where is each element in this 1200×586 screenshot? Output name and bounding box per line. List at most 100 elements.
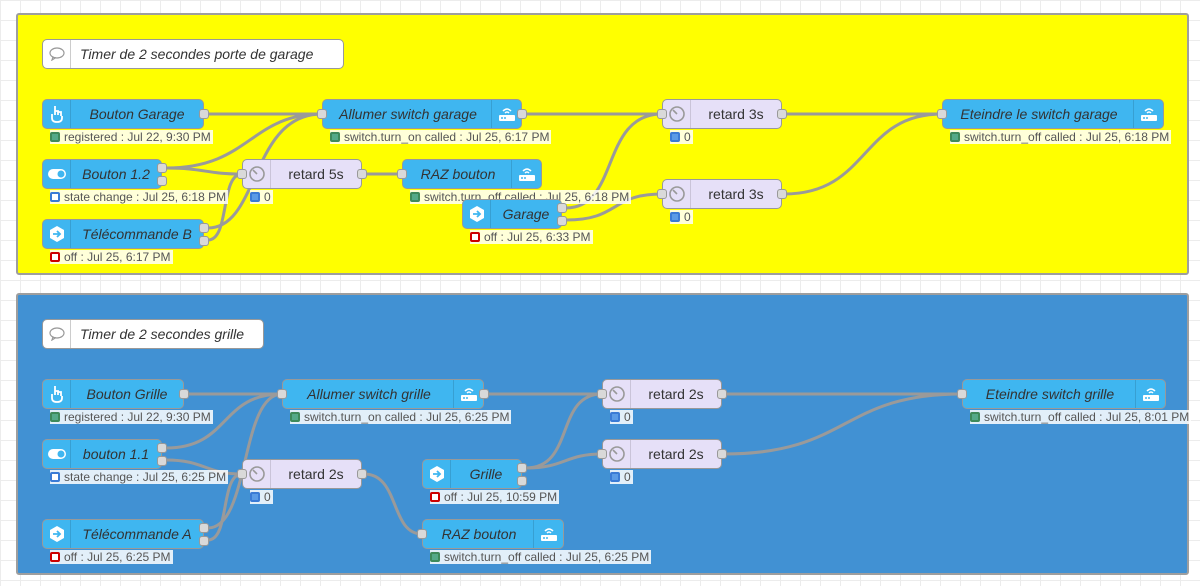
node-retard-5s[interactable]: retard 5s	[237, 159, 367, 189]
node-label: retard 5s	[288, 166, 344, 182]
output-port[interactable]	[157, 456, 167, 466]
router-icon	[1135, 380, 1165, 408]
node-raz-bouton-garage[interactable]: RAZ bouton	[397, 159, 542, 189]
output-port[interactable]	[717, 449, 727, 459]
node-telecommande-a[interactable]: Télécommande A	[42, 519, 209, 549]
hexagon-arrow-icon	[43, 220, 71, 248]
comment-icon	[43, 40, 71, 68]
node-eteindre-switch-garage[interactable]: Eteindre le switch garage	[937, 99, 1164, 129]
output-port[interactable]	[357, 469, 367, 479]
output-port[interactable]	[199, 536, 209, 546]
output-port[interactable]	[557, 203, 567, 213]
input-port[interactable]	[597, 449, 607, 459]
node-label: Grille	[469, 466, 503, 482]
node-bouton-1-1[interactable]: bouton 1.1	[42, 439, 167, 469]
output-port[interactable]	[179, 389, 189, 399]
node-retard-2s-b[interactable]: retard 2s	[597, 439, 727, 469]
node-status: 0	[610, 470, 633, 484]
node-status: off : Jul 25, 6:25 PM	[50, 550, 173, 564]
status-dot	[50, 192, 60, 202]
input-port[interactable]	[317, 109, 327, 119]
node-label: retard 2s	[648, 446, 704, 462]
node-allumer-switch-garage[interactable]: Allumer switch garage	[317, 99, 527, 129]
router-icon	[533, 520, 563, 548]
node-status: 0	[670, 210, 693, 224]
output-port[interactable]	[199, 223, 209, 233]
output-port[interactable]	[157, 176, 167, 186]
node-bouton-1-2[interactable]: Bouton 1.2	[42, 159, 167, 189]
status-dot	[50, 132, 60, 142]
output-port[interactable]	[357, 169, 367, 179]
status-dot	[610, 412, 620, 422]
node-label: Allumer switch grille	[307, 386, 431, 402]
node-label: retard 3s	[708, 186, 764, 202]
input-port[interactable]	[657, 109, 667, 119]
output-port[interactable]	[157, 443, 167, 453]
input-port[interactable]	[657, 189, 667, 199]
node-label: Bouton 1.2	[82, 166, 150, 182]
node-allumer-switch-grille[interactable]: Allumer switch grille	[277, 379, 489, 409]
output-port[interactable]	[199, 109, 209, 119]
status-dot	[610, 472, 620, 482]
output-port[interactable]	[157, 163, 167, 173]
comment-garage[interactable]: Timer de 2 secondes porte de garage	[42, 39, 344, 69]
input-port[interactable]	[397, 169, 407, 179]
node-eteindre-switch-grille[interactable]: Eteindre switch grille	[957, 379, 1166, 409]
node-retard-3s-b[interactable]: retard 3s	[657, 179, 787, 209]
node-garage[interactable]: Garage	[462, 199, 567, 229]
status-dot	[950, 132, 960, 142]
input-port[interactable]	[277, 389, 287, 399]
node-label: Télécommande A	[82, 526, 192, 542]
node-telecommande-b[interactable]: Télécommande B	[42, 219, 209, 249]
router-icon	[491, 100, 521, 128]
status-dot	[290, 412, 300, 422]
hexagon-arrow-icon	[43, 520, 71, 548]
status-dot	[250, 492, 260, 502]
output-port[interactable]	[777, 109, 787, 119]
output-port[interactable]	[717, 389, 727, 399]
node-retard-2s-c[interactable]: retard 2s	[237, 459, 367, 489]
hand-pointer-icon	[43, 100, 71, 128]
node-status: registered : Jul 22, 9:30 PM	[50, 130, 213, 144]
status-dot	[470, 232, 480, 242]
comment-icon	[43, 320, 71, 348]
status-dot	[430, 552, 440, 562]
node-bouton-grille[interactable]: Bouton Grille	[42, 379, 189, 409]
node-label: RAZ bouton	[441, 526, 517, 542]
node-label: retard 2s	[288, 466, 344, 482]
node-retard-2s-a[interactable]: retard 2s	[597, 379, 727, 409]
output-port[interactable]	[777, 189, 787, 199]
toggle-icon	[43, 160, 71, 188]
output-port[interactable]	[517, 476, 527, 486]
status-dot	[430, 492, 440, 502]
status-dot	[330, 132, 340, 142]
output-port[interactable]	[199, 523, 209, 533]
input-port[interactable]	[597, 389, 607, 399]
output-port[interactable]	[479, 389, 489, 399]
node-status: 0	[250, 490, 273, 504]
node-grille[interactable]: Grille	[422, 459, 527, 489]
node-bouton-garage[interactable]: Bouton Garage	[42, 99, 209, 129]
node-raz-bouton-grille[interactable]: RAZ bouton	[417, 519, 564, 549]
node-status: registered : Jul 22, 9:30 PM	[50, 410, 213, 424]
input-port[interactable]	[237, 469, 247, 479]
input-port[interactable]	[957, 389, 967, 399]
node-status: switch.turn_off called : Jul 25, 6:18 PM	[950, 130, 1172, 144]
status-dot	[670, 212, 680, 222]
status-dot	[50, 472, 60, 482]
status-dot	[970, 412, 980, 422]
comment-text: Timer de 2 secondes porte de garage	[80, 46, 314, 62]
input-port[interactable]	[237, 169, 247, 179]
node-label: Bouton Grille	[86, 386, 168, 402]
status-dot	[50, 552, 60, 562]
comment-text: Timer de 2 secondes grille	[80, 326, 245, 342]
output-port[interactable]	[199, 236, 209, 246]
comment-grille[interactable]: Timer de 2 secondes grille	[42, 319, 264, 349]
input-port[interactable]	[937, 109, 947, 119]
hand-pointer-icon	[43, 380, 71, 408]
node-retard-3s-a[interactable]: retard 3s	[657, 99, 787, 129]
output-port[interactable]	[517, 109, 527, 119]
input-port[interactable]	[417, 529, 427, 539]
output-port[interactable]	[557, 216, 567, 226]
output-port[interactable]	[517, 463, 527, 473]
